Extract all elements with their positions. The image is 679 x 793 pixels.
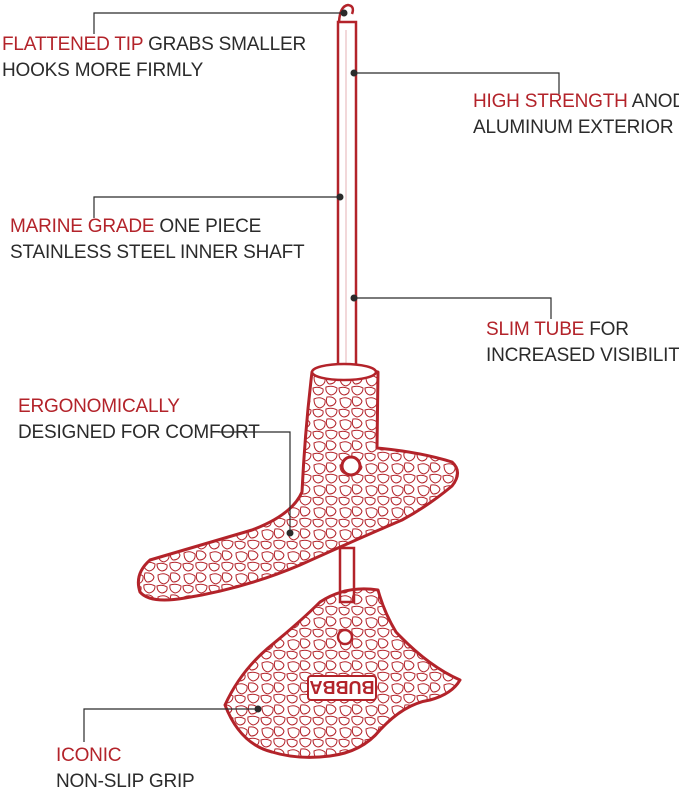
leader-shaft [93,196,340,218]
lower-grip [223,587,462,759]
dot-tube [350,294,358,302]
callout-aluminum-exterior: HIGH STRENGTH ANODIZED ALUMINUM EXTERIOR [473,89,679,141]
hook-tip [337,3,355,23]
leader-alum [356,72,560,94]
dot-grip [254,705,262,713]
brand-logo-text: BUBBA [310,677,375,697]
upper-handle-rivet [340,455,362,477]
callout-line2: STAINLESS STEEL INNER SHAFT [10,242,305,263]
callout-line2: DESIGNED FOR COMFORT [18,422,260,443]
callout-line2: INCREASED VISIBILITY [486,345,679,366]
upper-handle [136,365,459,602]
leader-lines [83,12,560,742]
callout-slim-tube: SLIM TUBE FOR INCREASED VISIBILITY [486,317,679,369]
dot-shaft [336,193,344,201]
callout-ergonomic: ERGONOMICALLY DESIGNED FOR COMFORT [18,394,260,446]
upper-handle-top-cap [310,362,378,382]
dot-ergo [286,529,294,537]
callout-text: FOR [584,319,629,340]
callout-highlight: FLATTENED TIP [2,34,143,55]
callout-inner-shaft: MARINE GRADE ONE PIECE STAINLESS STEEL I… [10,214,305,266]
callout-highlight: SLIM TUBE [486,319,585,340]
leader-tip [93,12,344,34]
callout-line2: HOOKS MORE FIRMLY [2,60,204,81]
leader-ergo [218,431,291,533]
dot-tip [340,9,348,17]
callout-text: GRABS SMALLER [143,34,306,55]
callout-highlight: HIGH STRENGTH [473,91,628,112]
callout-iconic-grip: ICONIC NON-SLIP GRIP [56,743,195,793]
callout-text: ONE PIECE [154,216,262,237]
callout-line2: NON-SLIP GRIP [56,771,195,792]
callout-line2: ALUMINUM EXTERIOR [473,117,674,138]
leader-grip [83,708,258,742]
callout-highlight: ICONIC [56,745,122,766]
leader-anchor-dots [254,9,358,713]
lower-grip-rivet [336,628,354,646]
brand-logo-plate: BUBBA [307,675,377,701]
callout-text: ANODIZED [631,91,679,112]
callout-highlight: ERGONOMICALLY [18,396,180,417]
leader-tube [354,297,552,319]
callout-highlight: MARINE GRADE [10,216,155,237]
dot-alum [350,69,358,77]
callout-flattened-tip: FLATTENED TIP GRABS SMALLER HOOKS MORE F… [2,32,306,84]
